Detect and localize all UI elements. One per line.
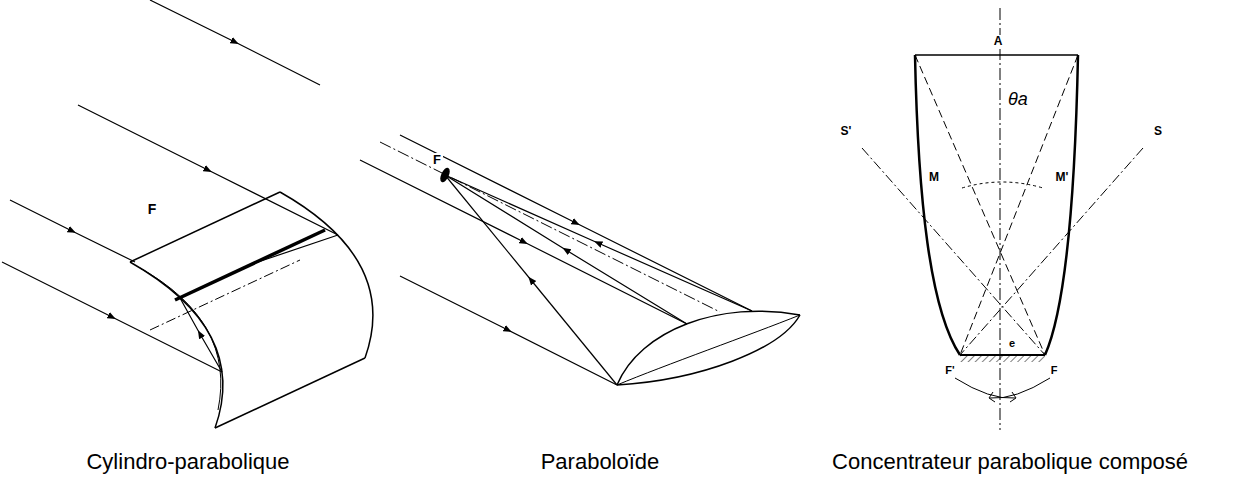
- dish-drawing: [360, 135, 800, 385]
- point-label: F: [1049, 364, 1060, 376]
- point-label: F: [431, 153, 443, 167]
- point-label: F: [146, 202, 159, 217]
- point-label: A: [992, 35, 1005, 48]
- caption-text: Concentrateur parabolique composé: [830, 450, 1190, 474]
- point-label: S': [839, 125, 854, 138]
- point-label: F': [943, 364, 956, 376]
- trough-drawing: [2, 0, 373, 428]
- point-label: M: [927, 171, 941, 184]
- caption-text: Cylindro-parabolique: [84, 450, 291, 474]
- point-label: θa: [1006, 90, 1030, 110]
- cpc-drawing: [862, 8, 1143, 430]
- point-label: S: [1152, 125, 1164, 138]
- caption-text: Paraboloïde: [539, 450, 662, 474]
- point-label: M': [1054, 171, 1071, 184]
- point-label: e: [1007, 337, 1017, 349]
